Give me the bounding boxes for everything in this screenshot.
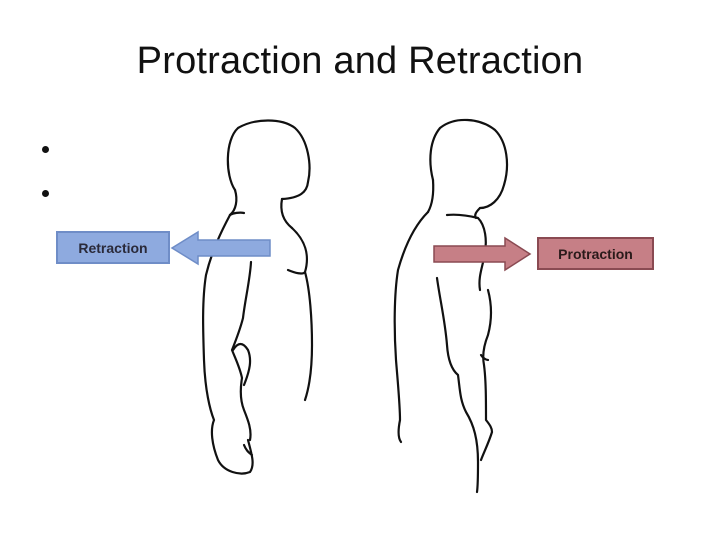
slide-title: Protraction and Retraction [136,40,584,82]
protraction-label: Protraction [537,237,654,270]
right-figure-outline [393,118,509,494]
retraction-arrow-icon [170,230,271,266]
protraction-arrow-icon [433,236,532,272]
left-figure-outline [202,119,314,475]
retraction-label: Retraction [56,231,170,264]
